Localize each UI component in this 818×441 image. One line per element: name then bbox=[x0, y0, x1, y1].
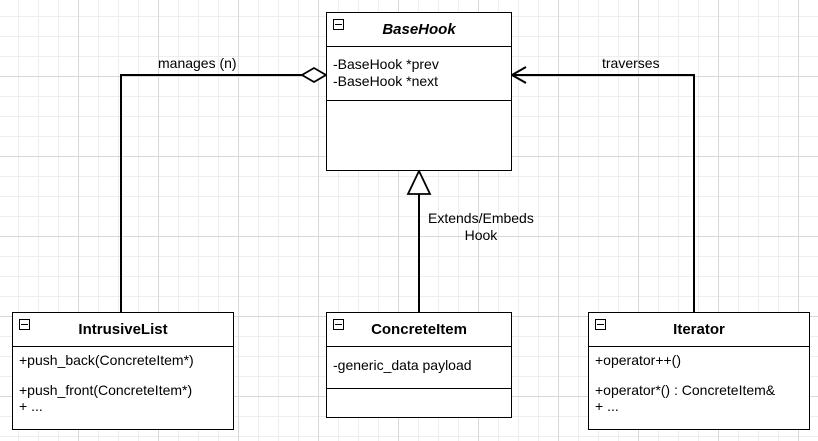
manages-connector-line[interactable] bbox=[120, 74, 302, 312]
class-basehook-header: BaseHook bbox=[327, 13, 511, 47]
collapse-icon[interactable] bbox=[333, 19, 344, 30]
class-concreteitem[interactable]: ConcreteItem -generic_data payload bbox=[326, 312, 512, 418]
collapse-icon[interactable] bbox=[19, 319, 30, 330]
collapse-icon[interactable] bbox=[333, 319, 344, 330]
method-row: + ... bbox=[595, 398, 619, 414]
open-arrow-icon bbox=[509, 66, 527, 84]
method-spacer bbox=[19, 368, 227, 382]
class-intrusivelist-methods: +push_back(ConcreteItem*) +push_front(Co… bbox=[13, 347, 233, 418]
class-basehook-attributes: -BaseHook *prev -BaseHook *next bbox=[327, 47, 511, 101]
class-basehook-methods bbox=[327, 101, 511, 109]
method-row: +operator*() : ConcreteItem& bbox=[595, 382, 776, 398]
class-intrusivelist-header: IntrusiveList bbox=[13, 313, 233, 347]
method-spacer bbox=[595, 368, 803, 382]
class-concreteitem-methods bbox=[327, 389, 511, 397]
aggregation-diamond-icon bbox=[300, 66, 328, 84]
extends-label-line-1: Extends/Embeds bbox=[428, 210, 534, 226]
class-basehook[interactable]: BaseHook -BaseHook *prev -BaseHook *next bbox=[326, 12, 512, 171]
class-concreteitem-attributes: -generic_data payload bbox=[327, 347, 511, 389]
class-concreteitem-name: ConcreteItem bbox=[371, 321, 467, 338]
class-iterator-header: Iterator bbox=[589, 313, 809, 347]
method-row: +push_front(ConcreteItem*) bbox=[19, 382, 193, 398]
class-basehook-name: BaseHook bbox=[382, 21, 456, 38]
extends-label: Extends/Embeds Hook bbox=[428, 210, 534, 244]
class-concreteitem-header: ConcreteItem bbox=[327, 313, 511, 347]
attribute-row: -BaseHook *next bbox=[333, 73, 439, 89]
class-intrusivelist[interactable]: IntrusiveList +push_back(ConcreteItem*) … bbox=[12, 312, 234, 430]
method-row: +operator++() bbox=[595, 352, 681, 368]
traverses-connector-line[interactable] bbox=[513, 74, 695, 312]
class-iterator-methods: +operator++() +operator*() : ConcreteIte… bbox=[589, 347, 809, 418]
traverses-label: traverses bbox=[602, 55, 660, 71]
collapse-icon[interactable] bbox=[595, 319, 606, 330]
inheritance-triangle-icon bbox=[406, 168, 432, 195]
method-row: +push_back(ConcreteItem*) bbox=[19, 352, 194, 368]
class-intrusivelist-name: IntrusiveList bbox=[78, 321, 168, 338]
attribute-row: -generic_data payload bbox=[333, 357, 472, 373]
manages-label: manages (n) bbox=[158, 55, 237, 71]
class-iterator-name: Iterator bbox=[673, 321, 725, 338]
attribute-row: -BaseHook *prev bbox=[333, 56, 439, 72]
extends-label-line-2: Hook bbox=[464, 227, 498, 243]
class-iterator[interactable]: Iterator +operator++() +operator*() : Co… bbox=[588, 312, 810, 430]
method-row: + ... bbox=[19, 398, 43, 414]
